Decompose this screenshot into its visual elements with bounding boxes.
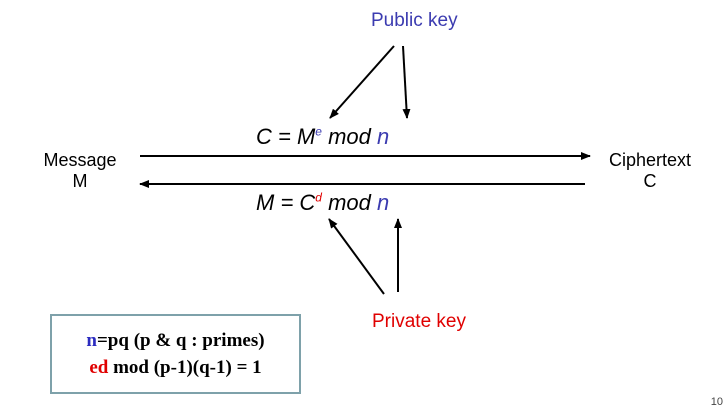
decryption-formula: M = Cd mod n — [256, 190, 389, 216]
condition-n: n=pq (p & q : primes) — [86, 327, 264, 354]
dec-base: C — [299, 190, 316, 215]
key-conditions-box: n=pq (p & q : primes) ed mod (p-1)(q-1) … — [50, 314, 301, 394]
message-label: Message — [43, 150, 117, 170]
enc-base: M — [296, 124, 316, 149]
condition-ed: ed mod (p-1)(q-1) = 1 — [89, 354, 261, 381]
message-symbol: M — [72, 171, 88, 191]
message-node: Message M — [34, 150, 126, 192]
private-key-label: Private key — [372, 311, 466, 332]
dec-equals: = — [274, 190, 300, 215]
public-key-arrow-to-exponent — [329, 45, 395, 119]
ciphertext-label: Ciphertext — [608, 150, 692, 170]
condition-ed-var: ed — [89, 357, 109, 378]
dec-lhs: M — [256, 190, 275, 215]
enc-op: mod — [321, 124, 378, 149]
private-key-arrow-to-exponent — [328, 218, 385, 295]
ciphertext-node: Ciphertext C — [600, 150, 700, 192]
condition-n-text: =pq (p & q : primes) — [96, 330, 265, 351]
condition-ed-text: mod (p-1)(q-1) = 1 — [108, 357, 262, 378]
page-number: 10 — [710, 396, 723, 408]
dec-exponent: d — [315, 190, 322, 205]
ciphertext-symbol: C — [643, 171, 657, 191]
public-key-label: Public key — [371, 10, 458, 31]
enc-lhs: C — [256, 124, 272, 149]
condition-n-var: n — [86, 330, 97, 351]
dec-op: mod — [321, 190, 378, 215]
enc-exponent: e — [315, 124, 322, 139]
public-key-arrow-to-modulus — [402, 45, 411, 119]
dec-modulus: n — [377, 190, 390, 215]
enc-modulus: n — [377, 124, 390, 149]
encryption-formula: C = Me mod n — [256, 124, 389, 150]
enc-equals: = — [271, 124, 297, 149]
